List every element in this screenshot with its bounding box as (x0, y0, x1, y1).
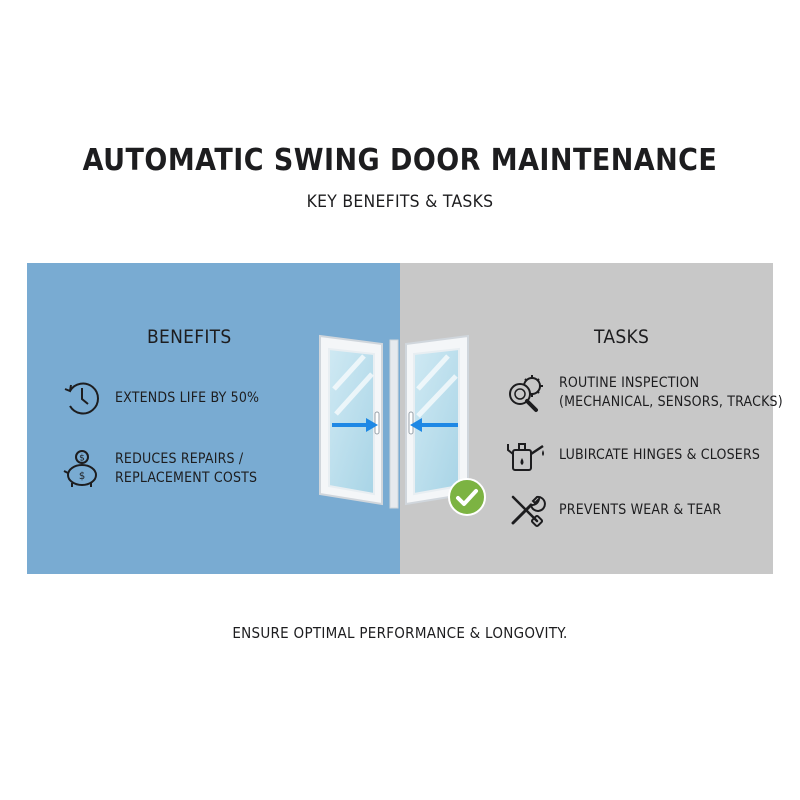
clock-cycle-icon (64, 382, 99, 415)
task-text-line: PREVENTS WEAR & TEAR (559, 501, 722, 518)
wrench-screwdriver-icon (511, 495, 546, 528)
task-text-line: LUBIRCATE HINGES & CLOSERS (559, 446, 761, 463)
footer-text: ENSURE OPTIMAL PERFORMANCE & LONGOVITY. (232, 624, 568, 642)
task-text-line: (MECHANICAL, SENSORS, TRACKS) (559, 394, 783, 410)
oil-can-icon (507, 443, 544, 471)
svg-text:$: $ (79, 471, 85, 482)
swing-door-illustration (319, 334, 469, 509)
benefit-text-line: REDUCES REPAIRS / (115, 451, 244, 467)
benefit-item: EXTENDS LIFE BY 50% (61, 377, 275, 419)
piggy-bank-icon: $ $ (63, 450, 97, 487)
gear-magnifier-icon (509, 375, 543, 412)
task-text-line: ROUTINE INSPECTION (559, 375, 700, 391)
task-item: LUBIRCATE HINGES & CLOSERS (505, 434, 782, 476)
page-subtitle: KEY BENEFITS & TASKS (306, 192, 494, 212)
tasks-heading: TASKS (594, 326, 650, 348)
page-title: AUTOMATIC SWING DOOR MAINTENANCE (82, 143, 718, 178)
benefit-text-line: EXTENDS LIFE BY 50% (115, 389, 260, 406)
benefit-text-line: REPLACEMENT COSTS (115, 470, 258, 486)
benefits-heading: BENEFITS (147, 326, 232, 348)
task-item: ROUTINE INSPECTION (MECHANICAL, SENSORS,… (505, 372, 800, 414)
task-item: PREVENTS WEAR & TEAR (505, 489, 739, 531)
svg-text:$: $ (79, 454, 85, 464)
benefit-item: $ $ REDUCES REPAIRS / REPLACEMENT COSTS (61, 448, 273, 490)
check-icon (448, 478, 486, 516)
